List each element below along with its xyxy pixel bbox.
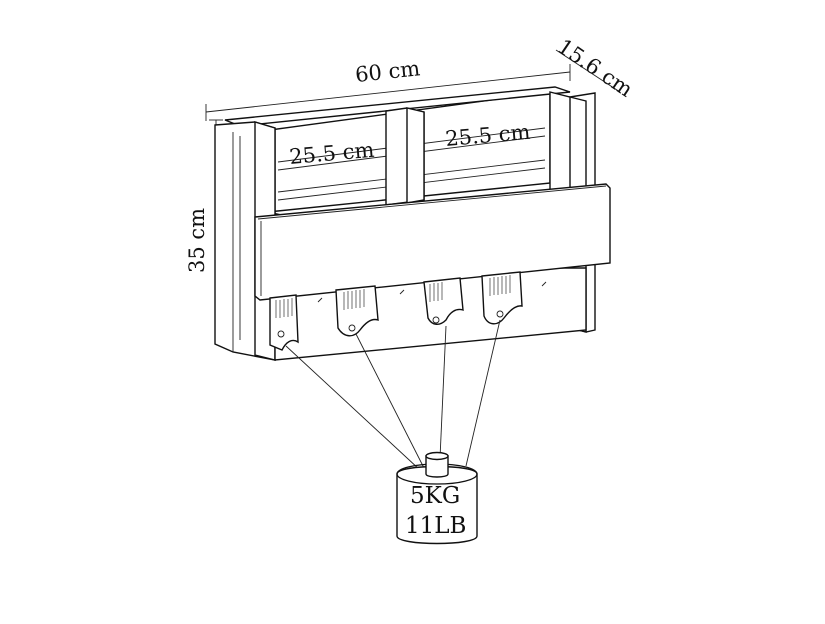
height-label: 35 cm — [185, 208, 209, 273]
wall-shelf — [214, 86, 611, 361]
coat-hook-4 — [481, 271, 547, 325]
coat-hook-2 — [317, 285, 379, 337]
width-dimension-line — [205, 64, 571, 121]
load-metric-label: 5KG — [410, 483, 460, 509]
coat-hook-3 — [399, 277, 464, 325]
coat-hook-1 — [269, 294, 299, 351]
load-lines — [285, 319, 501, 471]
weight-icon — [396, 451, 478, 545]
depth-dimension-line — [555, 49, 621, 93]
front-board — [254, 183, 611, 301]
width-label: 60 cm — [354, 56, 421, 87]
load-imperial-label: 11LB — [405, 513, 466, 539]
